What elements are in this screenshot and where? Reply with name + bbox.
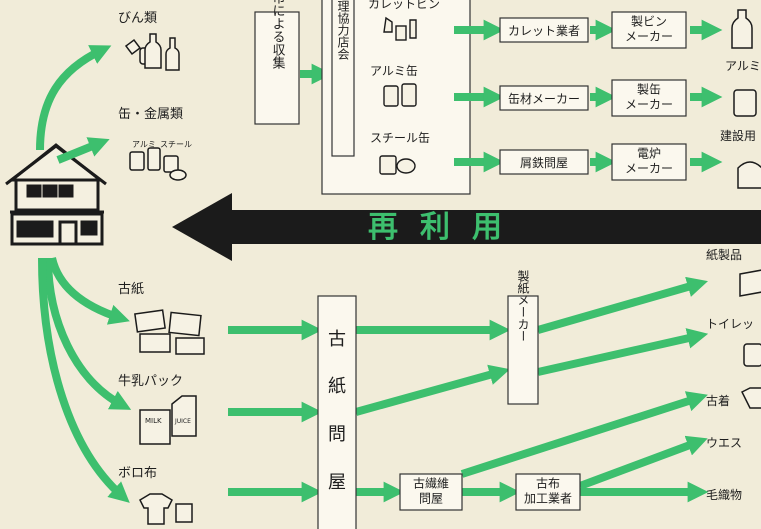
- textile-wholesaler-label: 古繊維問屋: [413, 476, 449, 506]
- electric-furnace-maker-label: 電炉メーカー: [625, 147, 673, 176]
- recyclable-cullet-bottle: カレットビン: [368, 0, 440, 11]
- source-rags-label: ボロ布: [118, 466, 157, 481]
- dealer-arrows: [454, 19, 723, 173]
- product-construction: 建設用: [720, 128, 756, 143]
- electric-furnace-maker-box: [611, 143, 687, 181]
- product-paper-products: 紙製品: [706, 247, 742, 262]
- cullet-dealer-box: [499, 17, 589, 43]
- lower-arrows: [228, 276, 709, 503]
- can-product-icon: [733, 89, 757, 117]
- juice-mark: JUICE: [174, 418, 191, 425]
- bottles-icon: [124, 33, 180, 71]
- paper-maker-label: 製紙メーカー: [516, 270, 530, 342]
- newspaper-icon: [134, 309, 205, 355]
- bottle-product-icon: [731, 9, 753, 49]
- cullet-dealer-label: カレット業者: [508, 24, 580, 38]
- paper-wholesaler-box: [317, 295, 357, 529]
- scrap-iron-dealer-label: 屑鉄問屋: [520, 155, 568, 170]
- paper-maker-box: [507, 295, 539, 405]
- recyclable-aluminum-can: アルミ缶: [370, 64, 418, 78]
- city-collection-box: [254, 11, 300, 125]
- product-toilet-paper: トイレッ: [706, 317, 754, 331]
- paper-product-icon: [739, 269, 761, 297]
- textile-wholesaler-box: [399, 473, 463, 511]
- dealer-association-label: 原有価物処理協力店会: [336, 0, 350, 61]
- cloth-processor-box: [515, 473, 581, 511]
- source-milk-pack-label: 牛乳パック: [118, 374, 183, 389]
- can-maker-box: [611, 79, 687, 117]
- aluminum-can-icon: [383, 83, 417, 107]
- source-arrows: [36, 45, 132, 503]
- reuse-arrow: [172, 193, 761, 261]
- toilet-paper-icon: [743, 343, 761, 367]
- steel-mark: スチール: [160, 140, 192, 149]
- scrap-iron-dealer-box: [499, 149, 589, 175]
- construction-product-icon: [737, 161, 761, 189]
- dealer-association-label-box: [331, 0, 355, 157]
- city-collection-label: 市による収集: [270, 0, 286, 69]
- milk-mark: MILK: [145, 417, 162, 425]
- product-used-clothes: 古着: [706, 393, 730, 408]
- paper-wholesaler-label: 古 紙 問 屋: [328, 329, 346, 493]
- source-bottles-label: びん類: [118, 11, 157, 26]
- can-maker-label: 製缶メーカー: [625, 83, 673, 112]
- source-newspaper-label: 古紙: [118, 282, 144, 297]
- reuse-label: 再利用: [368, 210, 524, 245]
- rags-icon: [139, 493, 193, 525]
- paper-wholesaler-char-2: 紙: [328, 376, 346, 397]
- bottle-maker-box: [611, 11, 687, 49]
- alumi-mark: アルミ: [132, 140, 156, 149]
- clothes-product-icon: [740, 387, 761, 409]
- milk-pack-icon: MILK JUICE: [139, 395, 197, 445]
- product-woolen: 毛織物: [706, 488, 742, 502]
- cullet-bottle-icon: [383, 16, 417, 41]
- cloth-processor-label: 古布加工業者: [524, 476, 572, 506]
- product-waste-cloth: ウエス: [706, 436, 742, 450]
- paper-wholesaler-char-4: 屋: [328, 472, 346, 493]
- cloth-to-waste-cloth-arrow: [578, 435, 708, 490]
- paper-wholesaler-char-1: 古: [328, 329, 346, 350]
- recyclable-steel-can: スチール缶: [370, 131, 430, 145]
- can-material-maker-label: 缶材メーカー: [508, 92, 580, 106]
- steel-can-icon: [379, 155, 416, 175]
- source-cans-label: 缶・金属類: [118, 106, 183, 122]
- cans-icon: アルミ スチール: [129, 140, 192, 181]
- bottle-maker-label: 製ビンメーカー: [625, 15, 673, 44]
- can-material-maker-box: [499, 85, 589, 111]
- paper-wholesaler-char-3: 問: [328, 424, 346, 445]
- house-icon: [5, 143, 107, 246]
- product-aluminum: アルミ: [725, 59, 761, 73]
